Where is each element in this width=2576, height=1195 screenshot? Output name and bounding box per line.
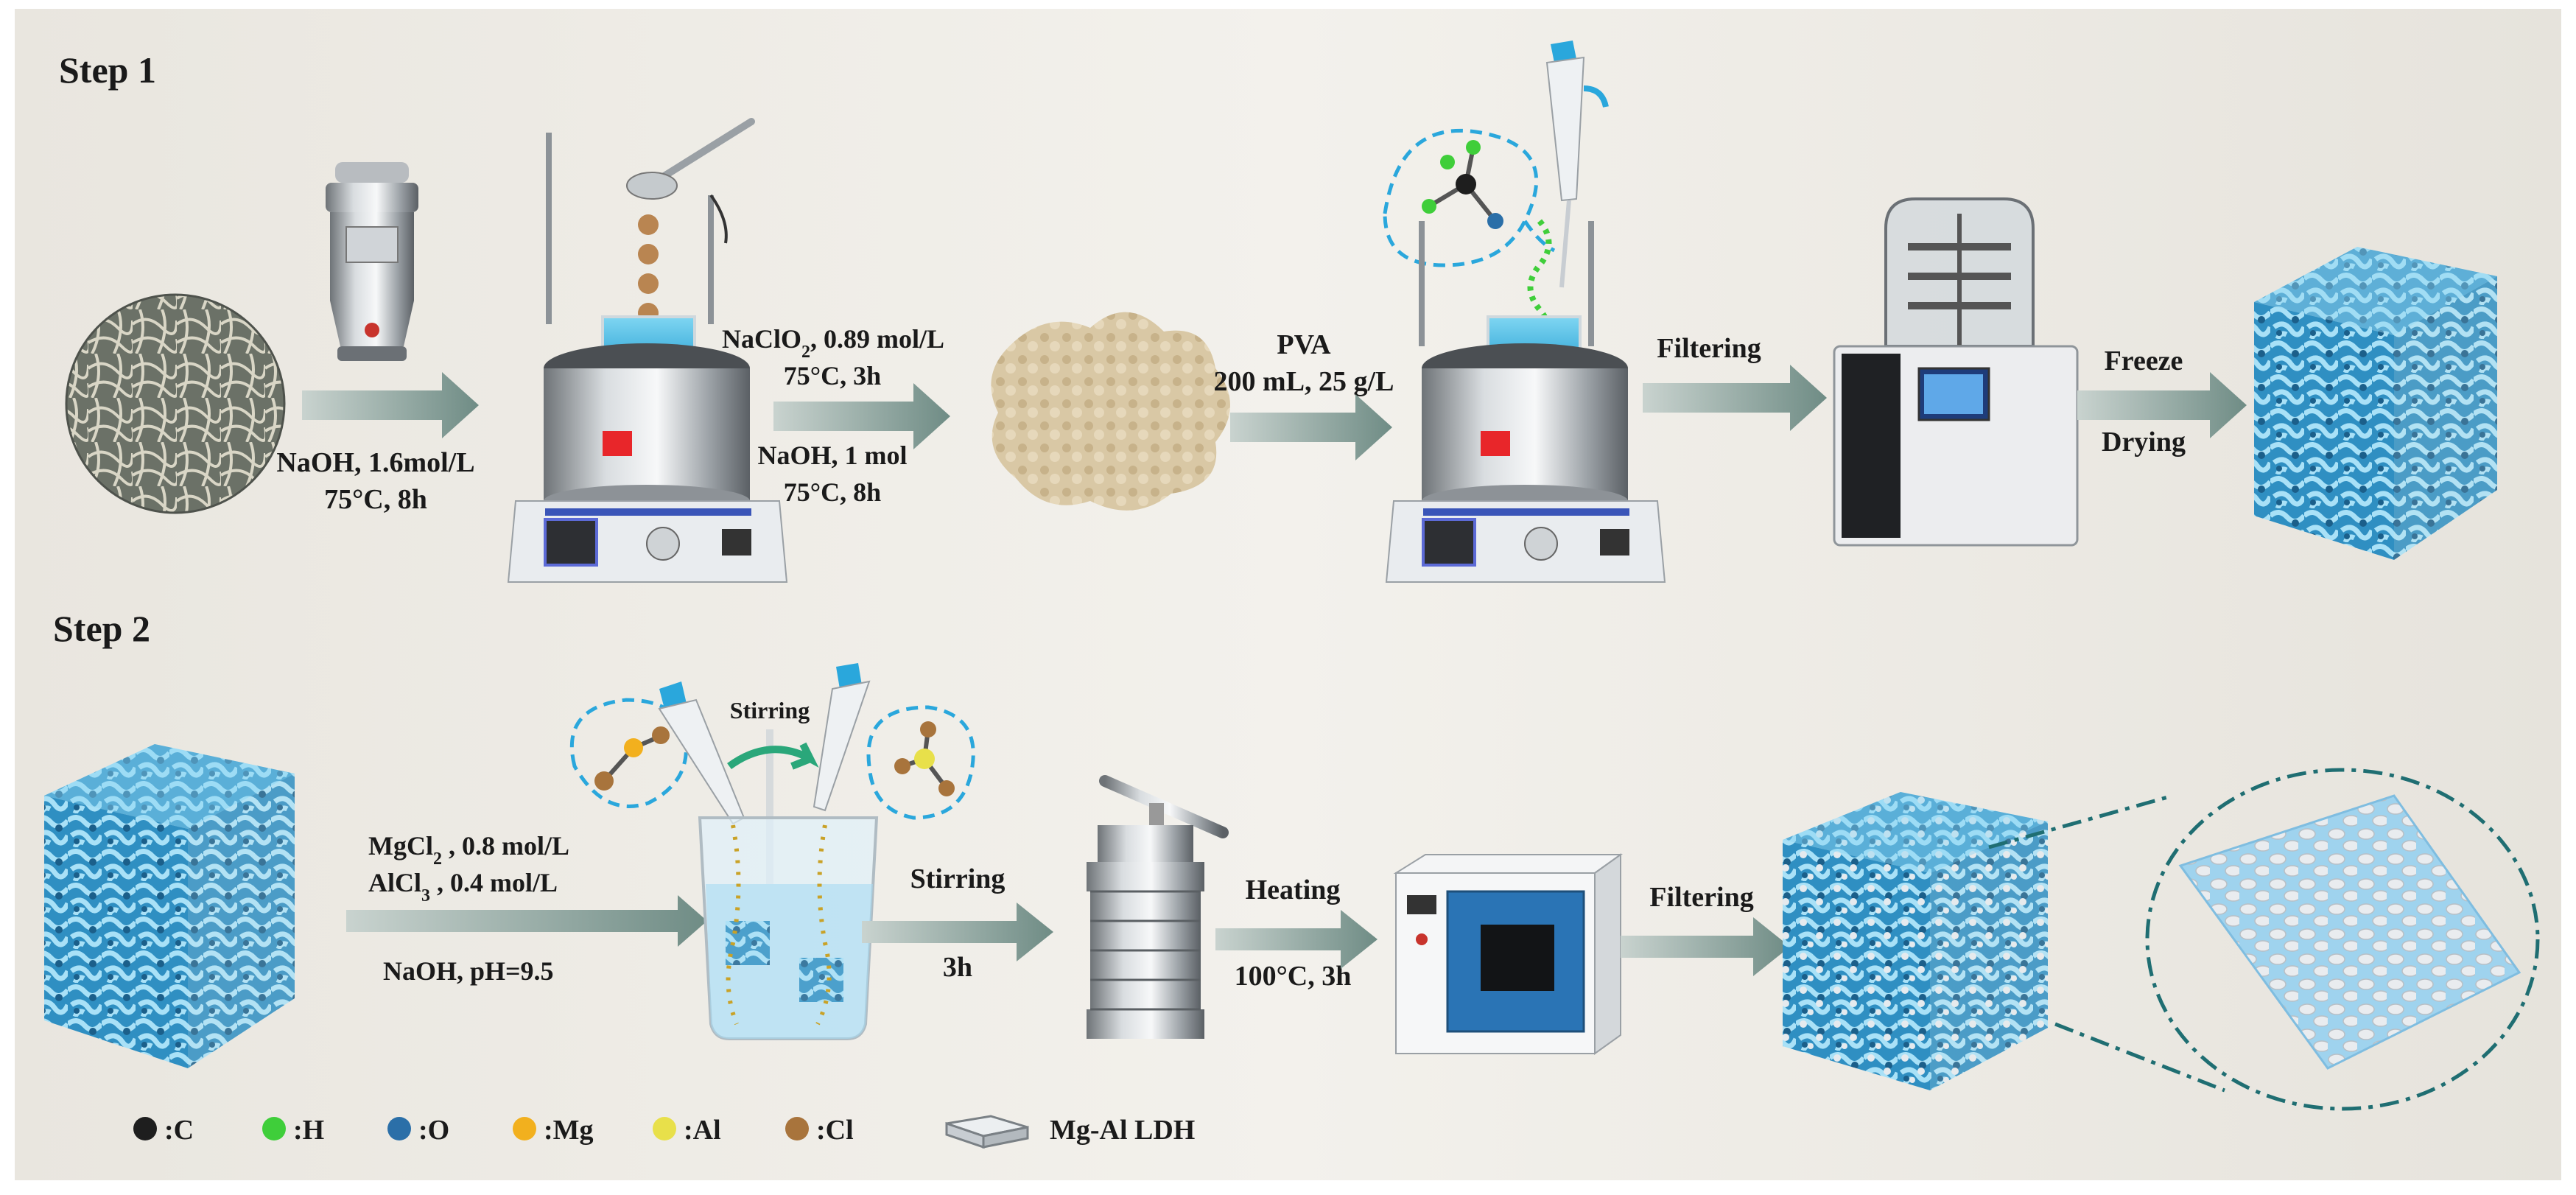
step1-label: Step 1 bbox=[59, 49, 156, 91]
legend-swatch-al bbox=[653, 1117, 676, 1140]
legend-swatch-cl bbox=[785, 1117, 809, 1140]
zoom-callout bbox=[1988, 768, 2540, 1111]
legend-label-ldh: Mg-Al LDH bbox=[1050, 1115, 1195, 1146]
legend-label-al: :Al bbox=[684, 1115, 721, 1146]
filtering-label-2: Filtering bbox=[1649, 882, 1753, 913]
bleach-condition-2: 75°C, 3h bbox=[784, 361, 881, 390]
naoh-ph: NaOH, pH=9.5 bbox=[383, 956, 554, 986]
legend-swatch-mg bbox=[513, 1117, 536, 1140]
arrow-reagents bbox=[346, 895, 707, 947]
legend-label-cl: :Cl bbox=[816, 1115, 854, 1146]
beaker-stirring-label: Stirring bbox=[730, 697, 810, 723]
arrow-freeze-drying bbox=[2077, 372, 2247, 438]
grind-condition-1: NaOH, 1.6mol/L bbox=[276, 447, 474, 478]
autoclave bbox=[1087, 775, 1229, 1039]
arrow-filtering-2 bbox=[1621, 917, 1790, 976]
ldh-foam-cube bbox=[1783, 792, 2048, 1090]
arrow-stirring bbox=[862, 903, 1053, 961]
grinder-icon bbox=[326, 162, 418, 361]
stirring-label: Stirring bbox=[910, 863, 1006, 894]
drying-oven bbox=[1393, 853, 1624, 1055]
step2-label: Step 2 bbox=[53, 608, 150, 649]
cellulose-powder bbox=[991, 312, 1230, 511]
pipette-1 bbox=[1545, 41, 1609, 288]
legend-swatch-c bbox=[133, 1117, 157, 1140]
legend-label-c: :C bbox=[164, 1115, 194, 1146]
panel-background bbox=[15, 9, 2561, 1180]
bleach-condition-4: 75°C, 8h bbox=[784, 477, 881, 507]
heating-label: Heating bbox=[1246, 875, 1341, 905]
pva-label: PVA bbox=[1277, 329, 1331, 360]
raw-fiber-image bbox=[65, 293, 286, 514]
freeze-dryer bbox=[1833, 197, 2079, 547]
arrow-filtering-1 bbox=[1643, 365, 1827, 431]
legend-swatch-o bbox=[387, 1117, 411, 1140]
freeze-label: Freeze bbox=[2105, 346, 2183, 376]
grind-condition-2: 75°C, 8h bbox=[324, 484, 427, 515]
pva-drops bbox=[1527, 219, 1552, 356]
legend-swatch-h bbox=[262, 1117, 286, 1140]
water-bath-1 bbox=[507, 118, 788, 583]
legend-label-h: :H bbox=[293, 1115, 324, 1146]
pva-condition: 200 mL, 25 g/L bbox=[1214, 366, 1394, 397]
filtering-label-1: Filtering bbox=[1657, 333, 1761, 364]
bleach-condition-1: NaClO2, 0.89 mol/L bbox=[722, 324, 944, 362]
arrow-heating bbox=[1215, 910, 1378, 969]
cellulose-foam-cube-1 bbox=[2254, 247, 2497, 560]
legend-swatch-ldh bbox=[945, 1115, 1029, 1149]
heating-condition: 100°C, 3h bbox=[1235, 961, 1352, 992]
legend: :C :H :O :Mg :Al :Cl Mg-Al LDH bbox=[133, 1115, 1195, 1149]
arrow-bleach bbox=[773, 383, 950, 449]
arrow-grind bbox=[302, 372, 479, 438]
bleach-condition-3: NaOH, 1 mol bbox=[758, 441, 908, 470]
stirring-duration: 3h bbox=[943, 952, 972, 983]
arrow-pva bbox=[1230, 394, 1392, 460]
cellulose-foam-cube-2 bbox=[44, 744, 295, 1068]
mgcl2-reagent: MgCl2 , 0.8 mol/L bbox=[368, 831, 569, 869]
drying-label: Drying bbox=[2102, 427, 2186, 458]
stirring-beaker: Stirring bbox=[569, 663, 975, 1040]
water-bath-2 bbox=[1385, 221, 1666, 583]
alcl3-reagent: AlCl3 , 0.4 mol/L bbox=[368, 868, 558, 905]
legend-label-mg: :Mg bbox=[544, 1115, 594, 1146]
legend-label-o: :O bbox=[418, 1115, 449, 1146]
